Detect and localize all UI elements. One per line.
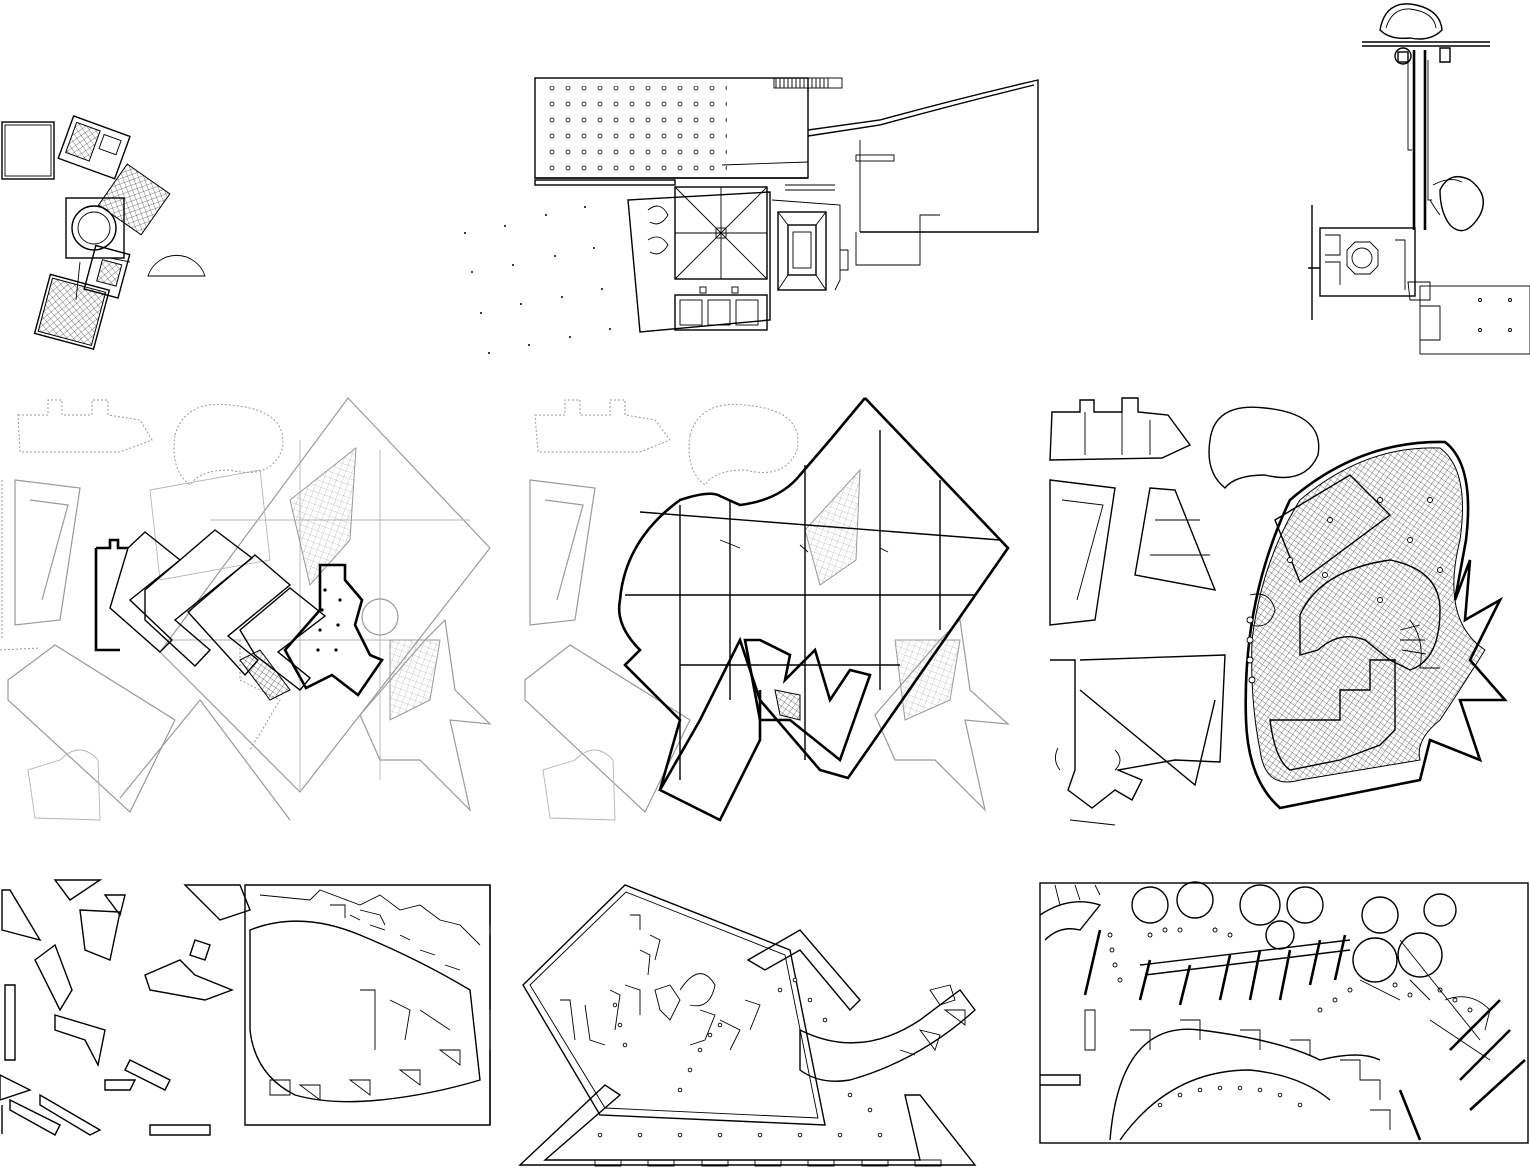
figure-ground-c — [1039, 881, 1529, 1144]
plan-b — [464, 77, 1039, 354]
overlay-b — [524, 397, 1010, 822]
plan-a — [1, 115, 206, 350]
overlay-a — [0, 397, 492, 821]
plan-c — [1308, 3, 1530, 355]
figure-ground-a — [0, 879, 491, 1136]
figure-ground-b — [518, 884, 977, 1167]
overlay-c — [1049, 397, 1508, 826]
